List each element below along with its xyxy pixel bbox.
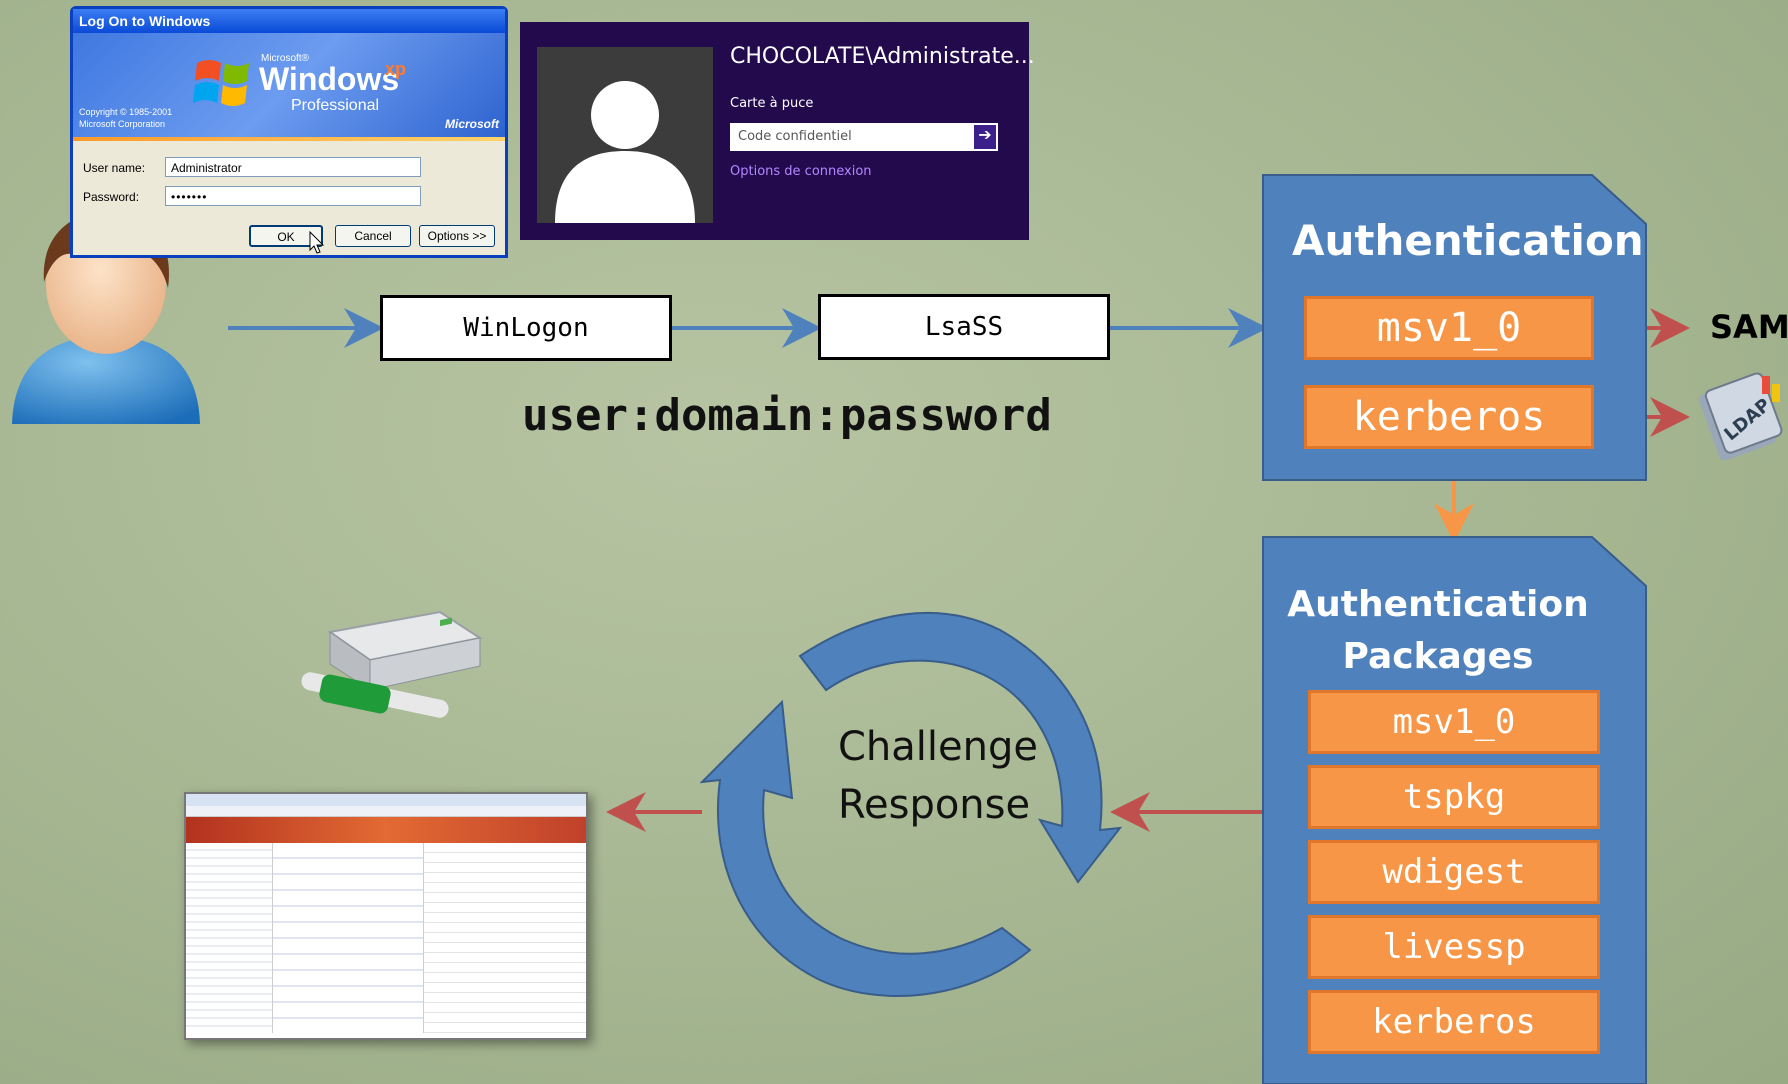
outlook-web-app-thumbnail: [184, 792, 588, 1040]
microsoft-small-label: Microsoft®: [261, 53, 309, 64]
pin-placeholder: Code confidentiel: [738, 129, 852, 144]
options-button[interactable]: Options >>: [419, 225, 495, 247]
winlogon-box: WinLogon: [380, 295, 672, 361]
sam-label: SAM: [1710, 308, 1788, 346]
xp-wordmark: xp: [385, 59, 407, 79]
package-item-livessp: livessp: [1308, 915, 1600, 979]
challenge-label: Challenge: [838, 724, 1038, 770]
user-silhouette-icon: [555, 81, 695, 223]
package-item-msv1_0: msv1_0: [1308, 690, 1600, 754]
banner-stripe: [73, 137, 505, 141]
submit-arrow-button[interactable]: ➔: [972, 123, 998, 151]
copyright-line-2: Microsoft Corporation: [79, 119, 166, 129]
mouse-cursor-icon: [309, 231, 325, 254]
ldap-book-icon: LDAP: [1699, 372, 1783, 460]
xp-logon-dialog: Log On to Windows Microsoft® Windows xp …: [70, 6, 508, 258]
arrow-right-icon: ➔: [978, 127, 992, 144]
thumb-folder-pane: [186, 843, 273, 1033]
password-field[interactable]: •••••••: [165, 186, 421, 206]
package-item-kerberos: kerberos: [1308, 990, 1600, 1054]
win8-logon-panel: CHOCOLATE\Administrate... Carte à puce C…: [520, 22, 1035, 240]
windows-xp-banner: Microsoft® Windows xp Professional Copyr…: [73, 33, 505, 139]
authentication-title: Authentication: [1292, 216, 1644, 265]
smartcard-label: Carte à puce: [730, 96, 814, 111]
username-field[interactable]: Administrator: [165, 157, 421, 177]
cycle-arrow-right: [798, 611, 1123, 884]
ok-button[interactable]: OK: [249, 225, 323, 247]
thumb-reading-pane: [424, 843, 586, 1033]
edition-label: Professional: [291, 97, 380, 114]
signin-options-link[interactable]: Options de connexion: [730, 164, 872, 179]
account-picture: [537, 47, 713, 223]
thumb-addressbar: [186, 806, 586, 817]
pin-input[interactable]: Code confidentiel: [730, 123, 998, 151]
auth-item-msv1_0: msv1_0: [1304, 296, 1594, 360]
packages-title-line-2: Packages: [1342, 636, 1534, 677]
microsoft-brand: Microsoft: [445, 117, 499, 131]
windows-wordmark: Windows: [259, 61, 400, 97]
account-name: CHOCOLATE\Administrate...: [730, 44, 1035, 69]
thumb-message-list: [273, 843, 424, 1033]
response-label: Response: [838, 782, 1031, 828]
username-label: User name:: [83, 161, 146, 175]
windows-flag-icon: [193, 60, 249, 106]
packages-title-line-1: Authentication: [1287, 584, 1589, 625]
dialog-title: Log On to Windows: [73, 9, 505, 33]
package-item-wdigest: wdigest: [1308, 840, 1600, 904]
cycle-arrows: [700, 611, 1123, 997]
cycle-arrow-left: [700, 699, 1032, 997]
cancel-button[interactable]: Cancel: [335, 225, 411, 247]
thumb-header: [186, 817, 586, 843]
package-item-tspkg: tspkg: [1308, 765, 1600, 829]
auth-item-kerberos: kerberos: [1304, 385, 1594, 449]
lsass-box: LsaSS: [818, 294, 1110, 360]
thumb-titlebar: [186, 794, 586, 806]
password-label: Password:: [83, 190, 140, 204]
credentials-label: user:domain:password: [522, 390, 1052, 441]
network-drive-icon: [301, 610, 483, 718]
copyright-line-1: Copyright © 1985-2001: [79, 107, 173, 117]
